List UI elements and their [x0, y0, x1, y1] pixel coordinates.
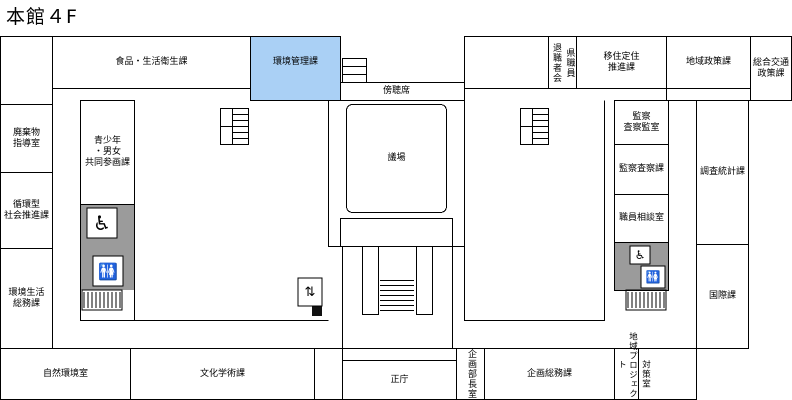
restroom-icon: 🚻	[645, 269, 661, 284]
room-planning-director[interactable]: 企画部長室	[466, 349, 476, 399]
stair-right	[520, 108, 549, 145]
room-circular[interactable]: 循環型 社会推進課	[3, 199, 49, 221]
room-stats[interactable]: 調査統計課	[699, 167, 745, 177]
service-shaft	[312, 306, 322, 316]
stair-top	[342, 58, 367, 83]
room-env-management[interactable]: 環境管理課	[251, 37, 340, 100]
room-culture-academic[interactable]: 文化学術課	[199, 368, 245, 379]
room-audit-director[interactable]: 監察 査察監室	[623, 111, 660, 133]
restroom-icon: 🚻	[98, 261, 118, 281]
room-assembly-hall[interactable]: 議場	[387, 153, 406, 163]
room-transport-policy[interactable]: 総合交通 政策課	[752, 57, 789, 79]
room-env-life[interactable]: 環境生活 総務課	[8, 287, 45, 309]
room-outline	[314, 348, 343, 400]
room-pref-staff[interactable]: 県職員	[564, 47, 575, 78]
room-nature-env[interactable]: 自然環境室	[42, 368, 88, 379]
room-outline	[0, 36, 53, 105]
room-regional-policy[interactable]: 地域政策課	[685, 57, 731, 67]
assembly-hall-outline	[346, 104, 447, 213]
room-regional-project[interactable]: 地域プロジェクト	[616, 331, 638, 399]
room-staff-consult[interactable]: 職員相談室	[618, 213, 664, 223]
room-gallery[interactable]: 傍聴席	[382, 86, 410, 96]
room-audit-division[interactable]: 監察査察課	[618, 164, 664, 174]
stair-left	[220, 108, 249, 145]
room-food-life[interactable]: 食品・生活衛生課	[115, 57, 188, 67]
room-youth-gender[interactable]: 青少年 ・男女 共同参画課	[84, 136, 130, 168]
elevator-icon: ⇅	[304, 284, 316, 300]
page-title: 本館４F	[6, 6, 78, 28]
assembly-outline	[328, 82, 465, 247]
room-retire-mutual[interactable]: 退職者会	[551, 42, 561, 83]
room-waste[interactable]: 廃棄物 指導室	[12, 127, 40, 149]
room-international[interactable]: 国際課	[708, 291, 736, 301]
room-planning-general[interactable]: 企画総務課	[526, 368, 572, 379]
room-outline	[80, 100, 135, 205]
room-settlement[interactable]: 移住定住 推進課	[603, 51, 640, 73]
room-regional-project-office[interactable]: 対策室	[640, 359, 651, 389]
wheelchair-icon: ♿	[93, 210, 111, 235]
room-main-office[interactable]: 正庁	[390, 374, 409, 385]
room-outline	[464, 36, 549, 89]
wheelchair-icon: ♿	[634, 247, 646, 262]
